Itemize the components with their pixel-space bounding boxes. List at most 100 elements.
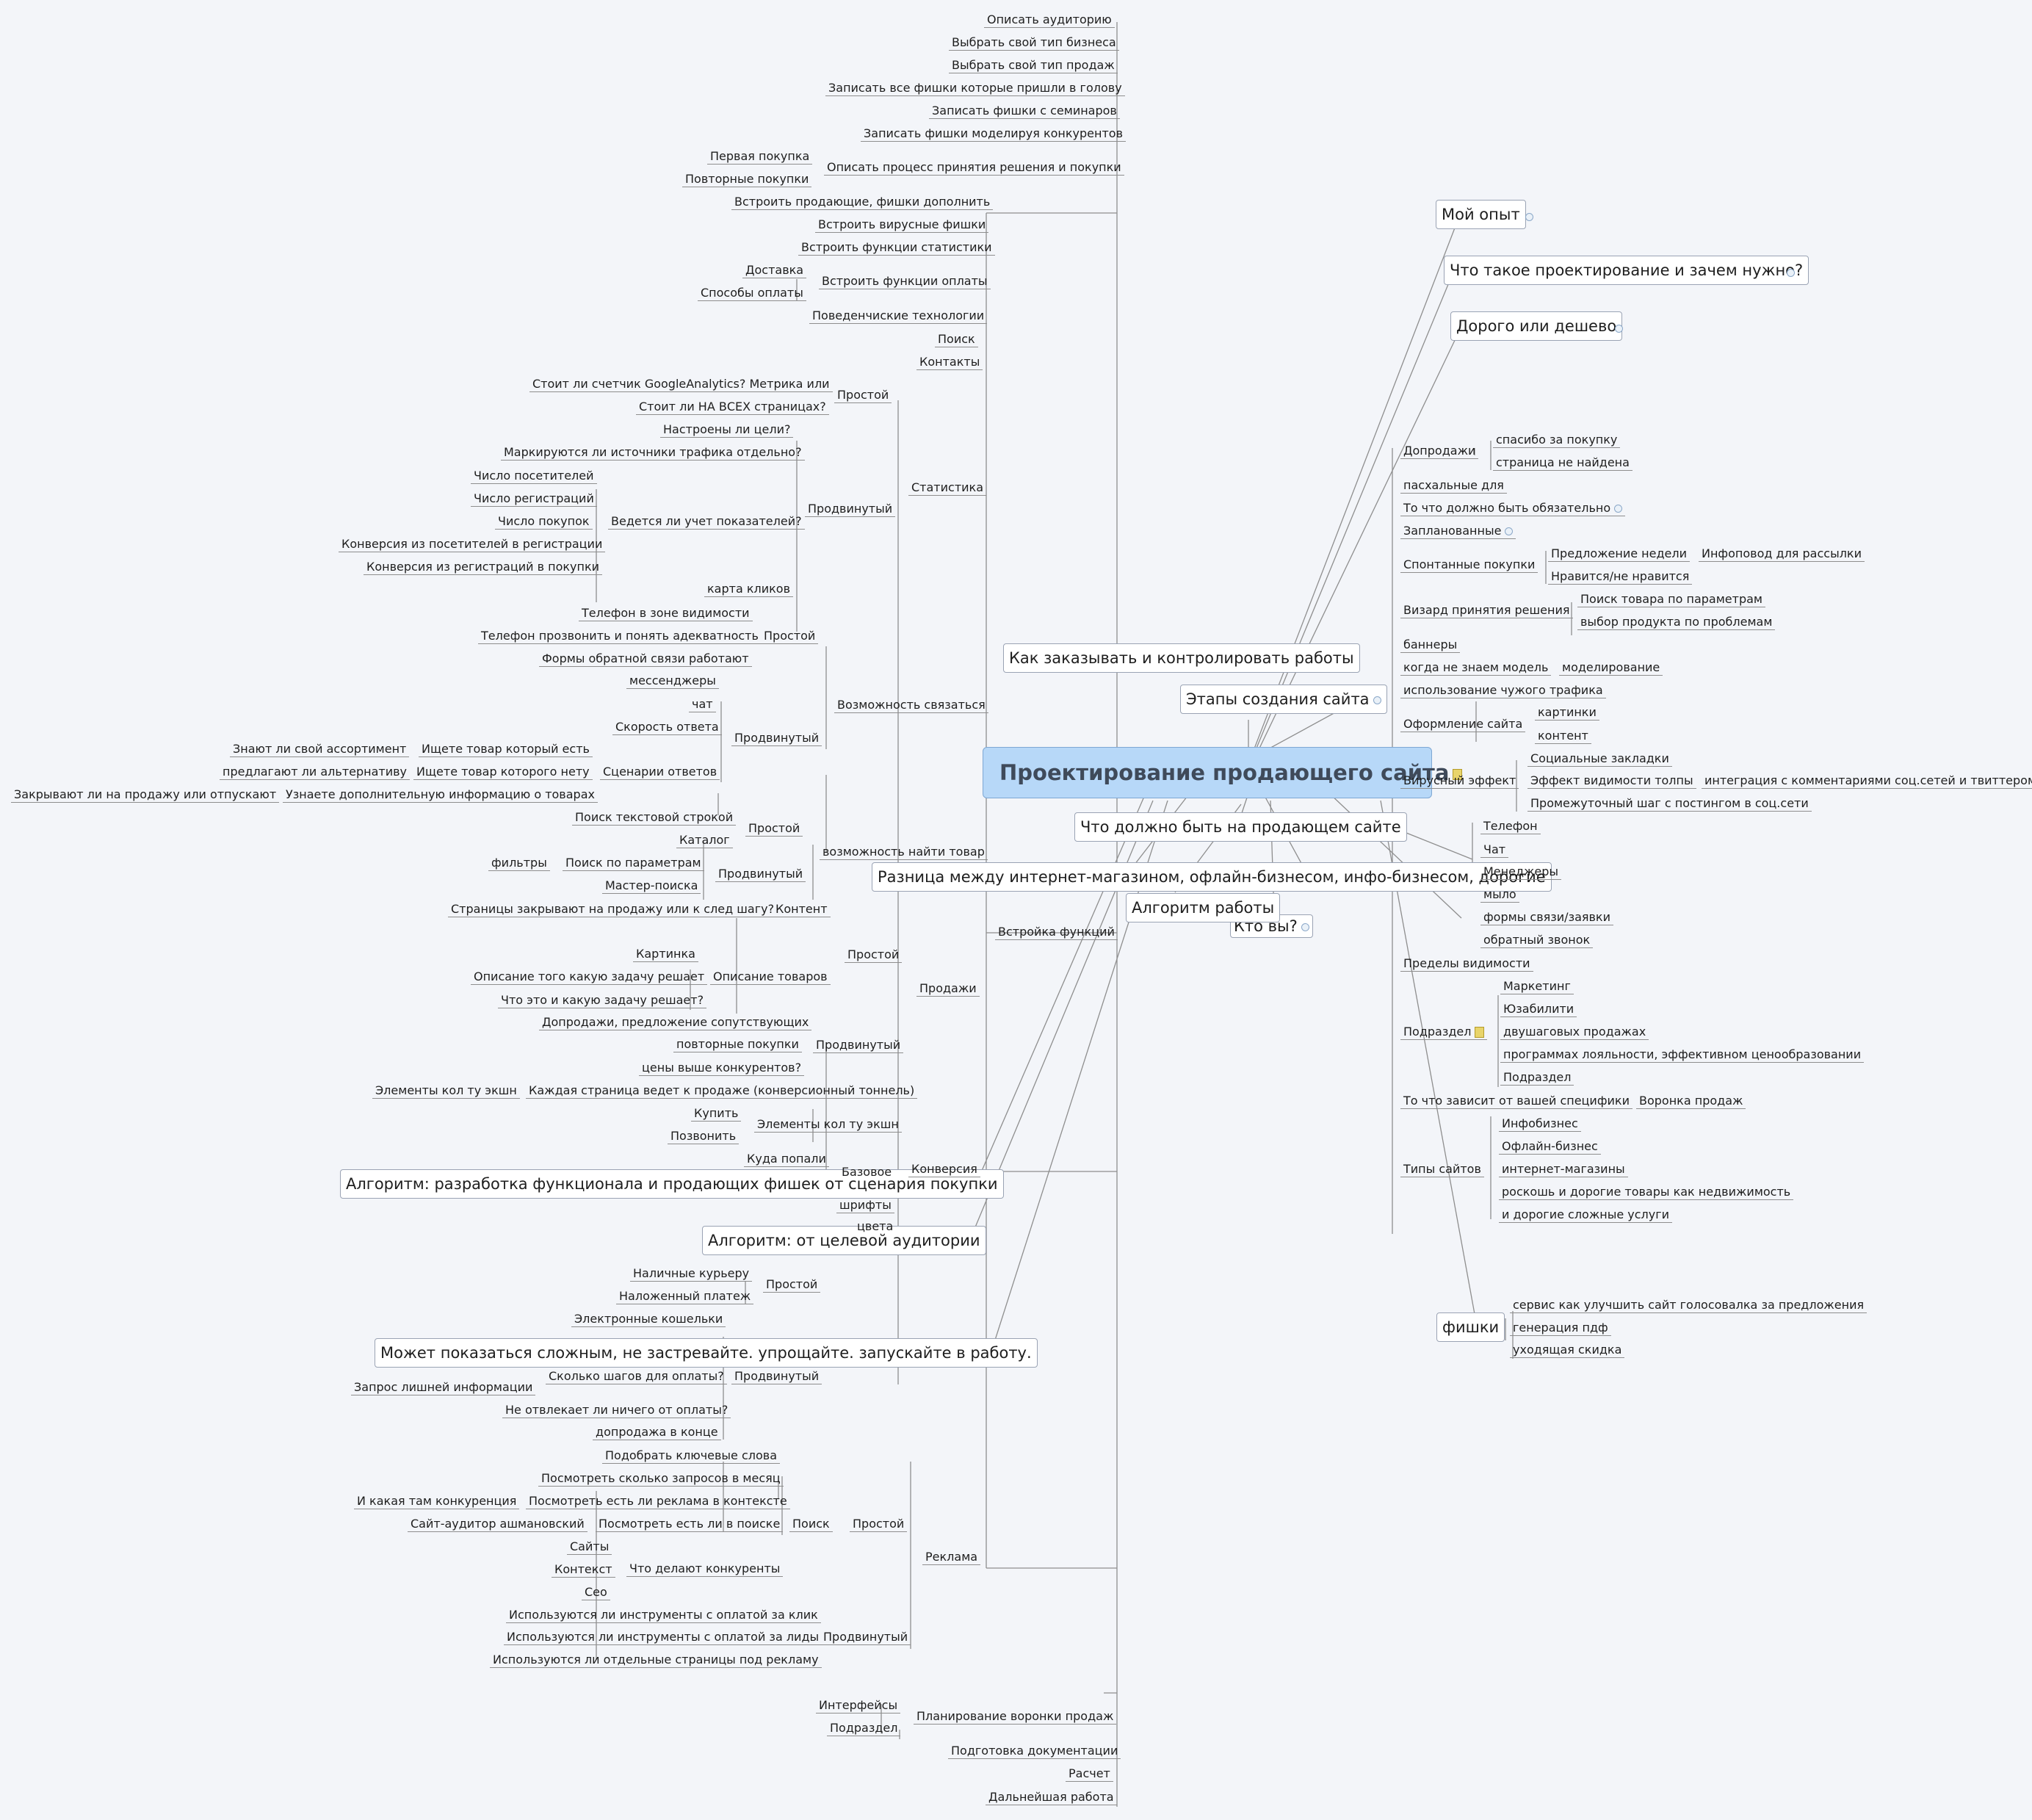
node[interactable]: Планирование воронки продаж <box>914 1709 1117 1725</box>
topic-fishki[interactable]: фишки <box>1436 1312 1505 1342</box>
node[interactable]: сервис как улучшить сайт голосовалка за … <box>1510 1298 1868 1313</box>
topic-algoritm-auditoriya[interactable]: Алгоритм: от целевой аудитории <box>702 1226 986 1255</box>
node[interactable]: Повторные покупки <box>682 172 812 187</box>
node[interactable]: Стоит ли НА ВСЕХ страницах? <box>636 400 829 415</box>
node[interactable]: чат <box>689 697 716 712</box>
node[interactable]: Базовое <box>842 1165 892 1179</box>
node[interactable]: Продвинутый <box>731 731 822 746</box>
node[interactable]: Что это и какую задачу решает? <box>498 993 707 1008</box>
node[interactable]: Доставка <box>742 263 807 278</box>
node[interactable]: Маркетинг <box>1500 979 1574 994</box>
node[interactable]: Контекст <box>552 1562 615 1578</box>
node[interactable]: Продвинутый <box>805 502 896 517</box>
node[interactable]: Телефон в зоне видимости <box>579 606 753 621</box>
node[interactable]: страница не найдена <box>1493 455 1633 471</box>
node[interactable]: Маркируются ли источники трафика отдельн… <box>501 445 805 461</box>
node[interactable]: Подраздел <box>1400 1025 1488 1040</box>
node[interactable]: обратный звонок <box>1480 933 1594 948</box>
node[interactable]: Число посетителей <box>471 469 597 484</box>
node[interactable]: Стоит ли счетчик GoogleAnalytics? Метрик… <box>529 377 833 392</box>
topic-algoritm-funkcional[interactable]: Алгоритм: разработка функционала и прода… <box>340 1169 1004 1199</box>
node[interactable]: Телефон прозвонить и понять адекватность <box>478 629 762 644</box>
expand-icon[interactable] <box>1787 269 1795 277</box>
node[interactable]: Офлайн-бизнес <box>1499 1139 1601 1155</box>
node[interactable]: Посмотреть сколько запросов в месяц <box>538 1471 784 1487</box>
node[interactable]: интернет-магазины <box>1499 1162 1628 1177</box>
node[interactable]: Запрос лишней информации <box>351 1380 536 1395</box>
node[interactable]: Предложение недели <box>1548 546 1690 562</box>
node[interactable]: Воронка продаж <box>1636 1094 1746 1109</box>
topic-dorogo[interactable]: Дорого или дешево <box>1450 311 1623 341</box>
node[interactable]: пасхальные для <box>1400 478 1507 494</box>
node[interactable]: Каждая страница ведет к продаже (конверс… <box>526 1083 918 1099</box>
node[interactable]: Мастер-поиска <box>602 878 701 894</box>
node[interactable]: Сценарии ответов <box>600 765 720 780</box>
topic-slozhno[interactable]: Может показаться сложным, не застревайте… <box>375 1338 1038 1368</box>
node[interactable]: Конверсия <box>908 1162 980 1177</box>
node[interactable]: Узнаете дополнительную информацию о това… <box>283 787 598 803</box>
node[interactable]: картинки <box>1535 705 1599 721</box>
node[interactable]: программах лояльности, эффективном ценоо… <box>1500 1047 1865 1063</box>
node[interactable]: формы связи/заявки <box>1480 910 1613 925</box>
node[interactable]: Подраздел <box>1500 1070 1574 1086</box>
node[interactable]: Записать фишки с семинаров <box>929 104 1120 119</box>
node[interactable]: Запланованные <box>1400 524 1516 539</box>
node[interactable]: То что зависит от вашей специфики <box>1400 1094 1633 1109</box>
node[interactable]: Формы обратной связи работают <box>539 651 752 667</box>
node[interactable]: Подраздел <box>827 1721 901 1736</box>
node[interactable]: Описать аудиторию <box>984 12 1115 28</box>
node[interactable]: Элементы кол ту экшн <box>754 1117 902 1133</box>
node[interactable]: роскошь и дорогие товары как недвижимост… <box>1499 1185 1794 1200</box>
node[interactable]: Менеджеры <box>1480 864 1562 880</box>
node[interactable]: Скорость ответа <box>612 720 722 735</box>
note-icon[interactable] <box>1453 768 1463 780</box>
node[interactable]: Сео <box>582 1585 610 1600</box>
node[interactable]: Продвинутый <box>731 1369 822 1384</box>
node[interactable]: уходящая скидка <box>1510 1343 1625 1358</box>
node[interactable]: карта кликов <box>704 582 794 597</box>
expand-icon[interactable] <box>1615 325 1623 333</box>
node[interactable]: Вирусный эффект <box>1400 773 1519 789</box>
node[interactable]: контент <box>1535 729 1591 744</box>
node[interactable]: Типы сайтов <box>1400 1162 1484 1177</box>
node[interactable]: интеграция с комментариями соц.сетей и т… <box>1702 773 2032 789</box>
node[interactable]: Поиск <box>789 1517 833 1532</box>
node[interactable]: Телефон <box>1480 819 1541 834</box>
node[interactable]: Продвинутый <box>715 867 806 882</box>
node[interactable]: фильтры <box>488 856 550 871</box>
node[interactable]: Наложенный платеж <box>616 1289 754 1304</box>
node[interactable]: Элементы кол ту экшн <box>372 1083 520 1099</box>
node[interactable]: Описание товаров <box>710 969 831 985</box>
node[interactable]: когда не знаем модель <box>1400 660 1552 676</box>
node[interactable]: Используются ли отдельные страницы под р… <box>490 1653 822 1668</box>
node[interactable]: Промежуточный шаг с постингом в соц.сети <box>1527 796 1812 812</box>
node[interactable]: Используются ли инструменты с оплатой за… <box>506 1608 821 1623</box>
node[interactable]: Записать все фишки которые пришли в голо… <box>825 81 1125 96</box>
node[interactable]: Что делают конкуренты <box>626 1561 784 1577</box>
node[interactable]: спасибо за покупку <box>1493 433 1621 448</box>
topic-chto-takoe[interactable]: Что такое проектирование и зачем нужно? <box>1444 256 1809 285</box>
topic-kak-zakazyvat[interactable]: Как заказывать и контролировать работы <box>1003 643 1360 673</box>
topic-moy-opyt[interactable]: Мой опыт <box>1436 200 1526 229</box>
node[interactable]: Подобрать ключевые слова <box>602 1448 781 1464</box>
node[interactable]: Нравится/не нравится <box>1548 569 1693 585</box>
node[interactable]: Поиск товара по параметрам <box>1577 592 1765 607</box>
node[interactable]: возможность найти товар <box>820 845 988 860</box>
node[interactable]: Допродажи <box>1400 444 1479 459</box>
node[interactable]: Возможность связаться <box>834 698 988 713</box>
node[interactable]: Сайт-аудитор ашмановский <box>408 1517 587 1532</box>
node[interactable]: Контент <box>773 902 831 917</box>
node[interactable]: предлагают ли альтернативу <box>220 765 411 780</box>
node[interactable]: Встроить вирусные фишки <box>815 217 989 233</box>
node[interactable]: Описать процесс принятия решения и покуп… <box>824 160 1124 176</box>
node[interactable]: Записать фишки моделируя конкурентов <box>861 126 1126 142</box>
node[interactable]: Визард принятия решения <box>1400 603 1573 618</box>
node[interactable]: Страницы закрывают на продажу или к след… <box>448 902 778 917</box>
node[interactable]: Ведется ли учет показателей? <box>608 514 805 530</box>
node[interactable]: Интерфейсы <box>816 1698 901 1714</box>
node[interactable]: Простой <box>845 947 903 963</box>
node[interactable]: мыло <box>1480 887 1519 903</box>
node[interactable]: Оформление сайта <box>1400 717 1526 732</box>
node[interactable]: Каталог <box>676 833 733 848</box>
node[interactable]: шрифты <box>836 1198 894 1213</box>
